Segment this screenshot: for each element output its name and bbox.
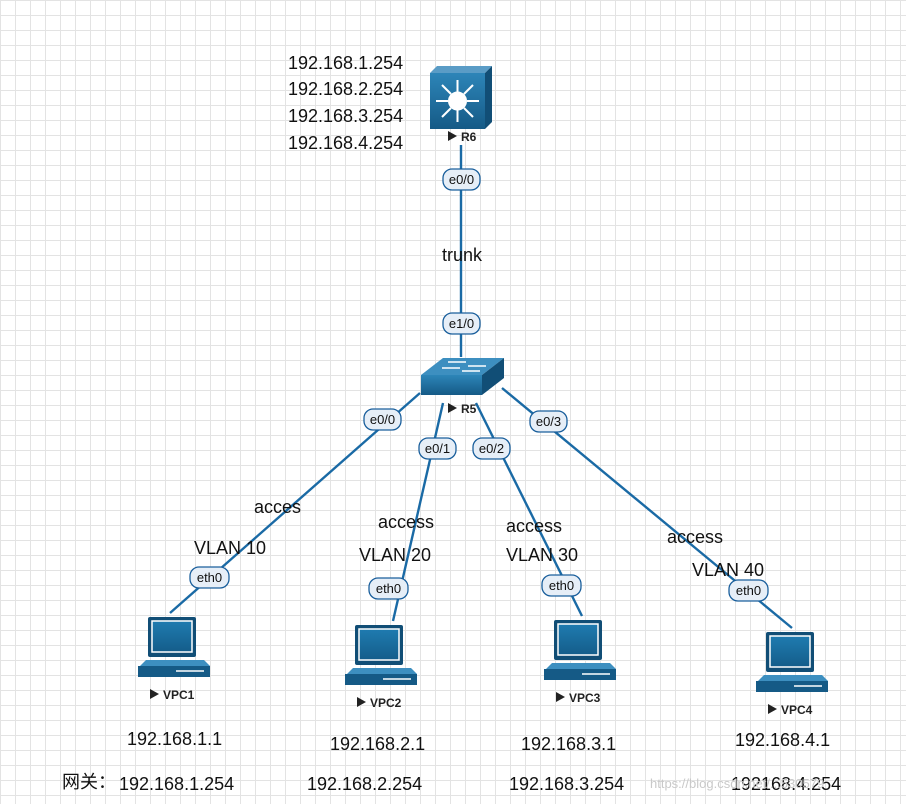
port-r5-e0-0[interactable]: e0/0 (363, 408, 402, 431)
svg-text:eth0: eth0 (549, 578, 574, 593)
watermark: https://blog.csdn.net/...530579 (650, 776, 825, 791)
play-icon (150, 689, 159, 699)
port-vpc1-eth0[interactable]: eth0 (189, 566, 230, 589)
vpc3-ip: 192.168.3.1 (521, 734, 617, 754)
play-icon (768, 704, 777, 714)
pc-vpc3[interactable]: VPC3 (544, 620, 616, 705)
router-ip-1: 192.168.1.254 (288, 53, 404, 73)
play-icon (357, 697, 366, 707)
svg-text:e1/0: e1/0 (449, 316, 474, 331)
router-r6[interactable]: R6 (430, 66, 492, 144)
port-r5-e0-3[interactable]: e0/3 (529, 410, 568, 433)
router-ip-3: 192.168.3.254 (288, 106, 404, 126)
vpc2-vlan-label: VLAN 20 (359, 545, 432, 565)
svg-text:e0/0: e0/0 (449, 172, 474, 187)
vpc4-ip: 192.168.4.1 (735, 730, 831, 750)
switch-r5-name: R5 (461, 402, 477, 416)
port-r5-e0-1[interactable]: e0/1 (418, 437, 457, 460)
vpc4-mode-label: access (667, 527, 724, 547)
vpc2-mode-label: access (378, 512, 435, 532)
pc-vpc3-name: VPC3 (569, 691, 601, 705)
vpc3-vlan-label: VLAN 30 (506, 545, 579, 565)
trunk-label: trunk (442, 245, 483, 265)
vpc1-gateway: 192.168.1.254 (119, 774, 235, 794)
router-icon (436, 80, 479, 122)
vpc4-vlan-label: VLAN 40 (692, 560, 765, 580)
gateway-label: 网关： (62, 772, 116, 793)
vpc3-mode-label: access (506, 516, 563, 536)
pc-vpc4[interactable]: VPC4 (756, 632, 828, 717)
svg-text:e0/1: e0/1 (425, 441, 450, 456)
svg-text:e0/3: e0/3 (536, 414, 561, 429)
svg-text:eth0: eth0 (197, 570, 222, 585)
router-r6-name: R6 (461, 130, 477, 144)
vpc2-gateway: 192.168.2.254 (307, 774, 423, 794)
pc-vpc2[interactable]: VPC2 (345, 625, 417, 710)
play-icon (448, 403, 457, 413)
pc-vpc1[interactable]: VPC1 (138, 617, 210, 702)
vpc2-ip: 192.168.2.1 (330, 734, 426, 754)
switch-icon (442, 361, 486, 372)
vpc3-gateway: 192.168.3.254 (509, 774, 625, 794)
vpc1-ip: 192.168.1.1 (127, 729, 223, 749)
vpc4-gateway: 192168.4.254 (731, 774, 842, 794)
svg-text:eth0: eth0 (736, 583, 761, 598)
port-vpc3-eth0[interactable]: eth0 (541, 574, 582, 597)
pc-vpc2-name: VPC2 (370, 696, 402, 710)
play-icon (448, 131, 457, 141)
port-vpc4-eth0[interactable]: eth0 (728, 579, 769, 602)
vpc1-vlan-label: VLAN 10 (194, 538, 267, 558)
port-vpc2-eth0[interactable]: eth0 (368, 577, 409, 600)
play-icon (556, 692, 565, 702)
port-r5-e0-2[interactable]: e0/2 (472, 437, 511, 460)
pc-vpc1-name: VPC1 (163, 688, 195, 702)
pc-vpc4-name: VPC4 (781, 703, 813, 717)
router-ip-4: 192.168.4.254 (288, 133, 404, 153)
switch-r5[interactable]: R5 (421, 358, 504, 416)
port-r6-e0-0[interactable]: e0/0 (442, 168, 481, 191)
svg-text:eth0: eth0 (376, 581, 401, 596)
vpc1-mode-label: acces (254, 497, 302, 517)
svg-text:e0/0: e0/0 (370, 412, 395, 427)
router-ip-2: 192.168.2.254 (288, 79, 404, 99)
svg-text:e0/2: e0/2 (479, 441, 504, 456)
port-r5-e1-0[interactable]: e1/0 (442, 312, 481, 335)
